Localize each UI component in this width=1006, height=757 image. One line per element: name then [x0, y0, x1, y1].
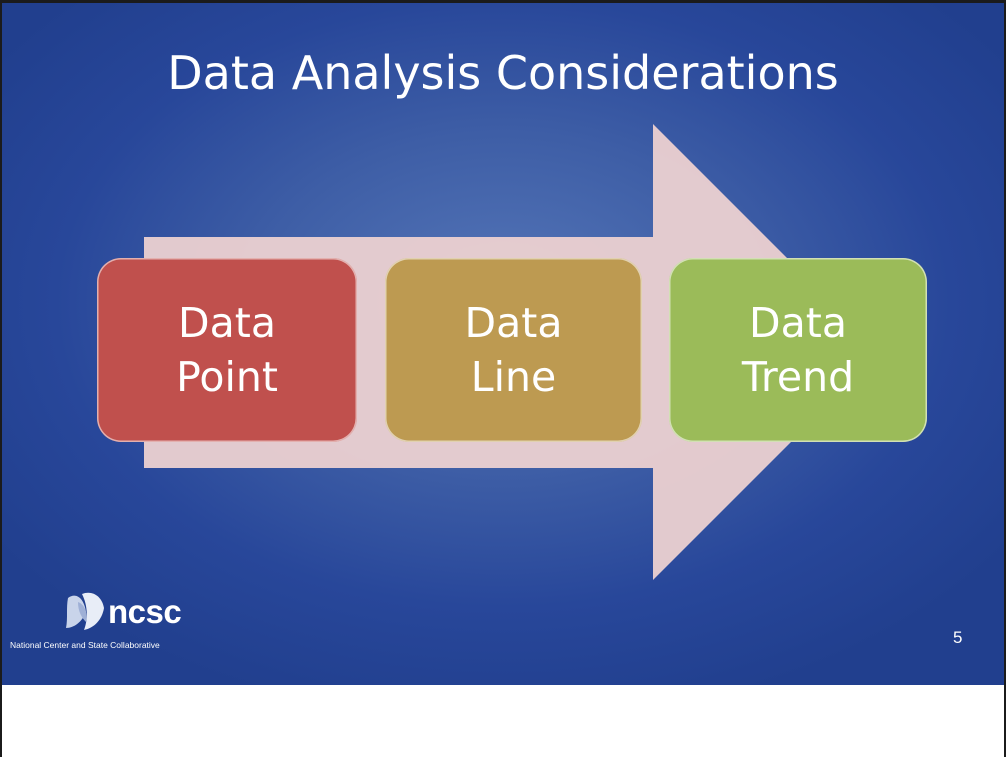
logo-tagline: National Center and State Collaborative: [10, 640, 160, 650]
frame-left-border: [0, 0, 2, 757]
step-data-trend: Data Trend: [669, 258, 927, 442]
frame-top-border: [0, 0, 1006, 3]
frame-right-border: [1004, 0, 1006, 757]
step-3-line-2: Trend: [741, 353, 855, 401]
step-data-line: Data Line: [385, 258, 642, 442]
step-3-line-1: Data: [749, 299, 847, 347]
step-2-line-1: Data: [464, 299, 563, 347]
step-data-point: Data Point: [97, 258, 357, 442]
step-1-line-1: Data: [178, 299, 276, 347]
ncsc-logo: ncsc National Center and State Collabora…: [10, 583, 270, 653]
step-2-line-2: Line: [470, 353, 557, 401]
step-1-line-2: Point: [176, 353, 278, 401]
logo-name: ncsc: [108, 593, 182, 630]
ncsc-logo-icon: [66, 592, 104, 630]
page-number: 5: [953, 628, 963, 647]
slide: Data Analysis Considerations Data Point …: [2, 3, 1004, 685]
slide-title: Data Analysis Considerations: [167, 46, 839, 100]
